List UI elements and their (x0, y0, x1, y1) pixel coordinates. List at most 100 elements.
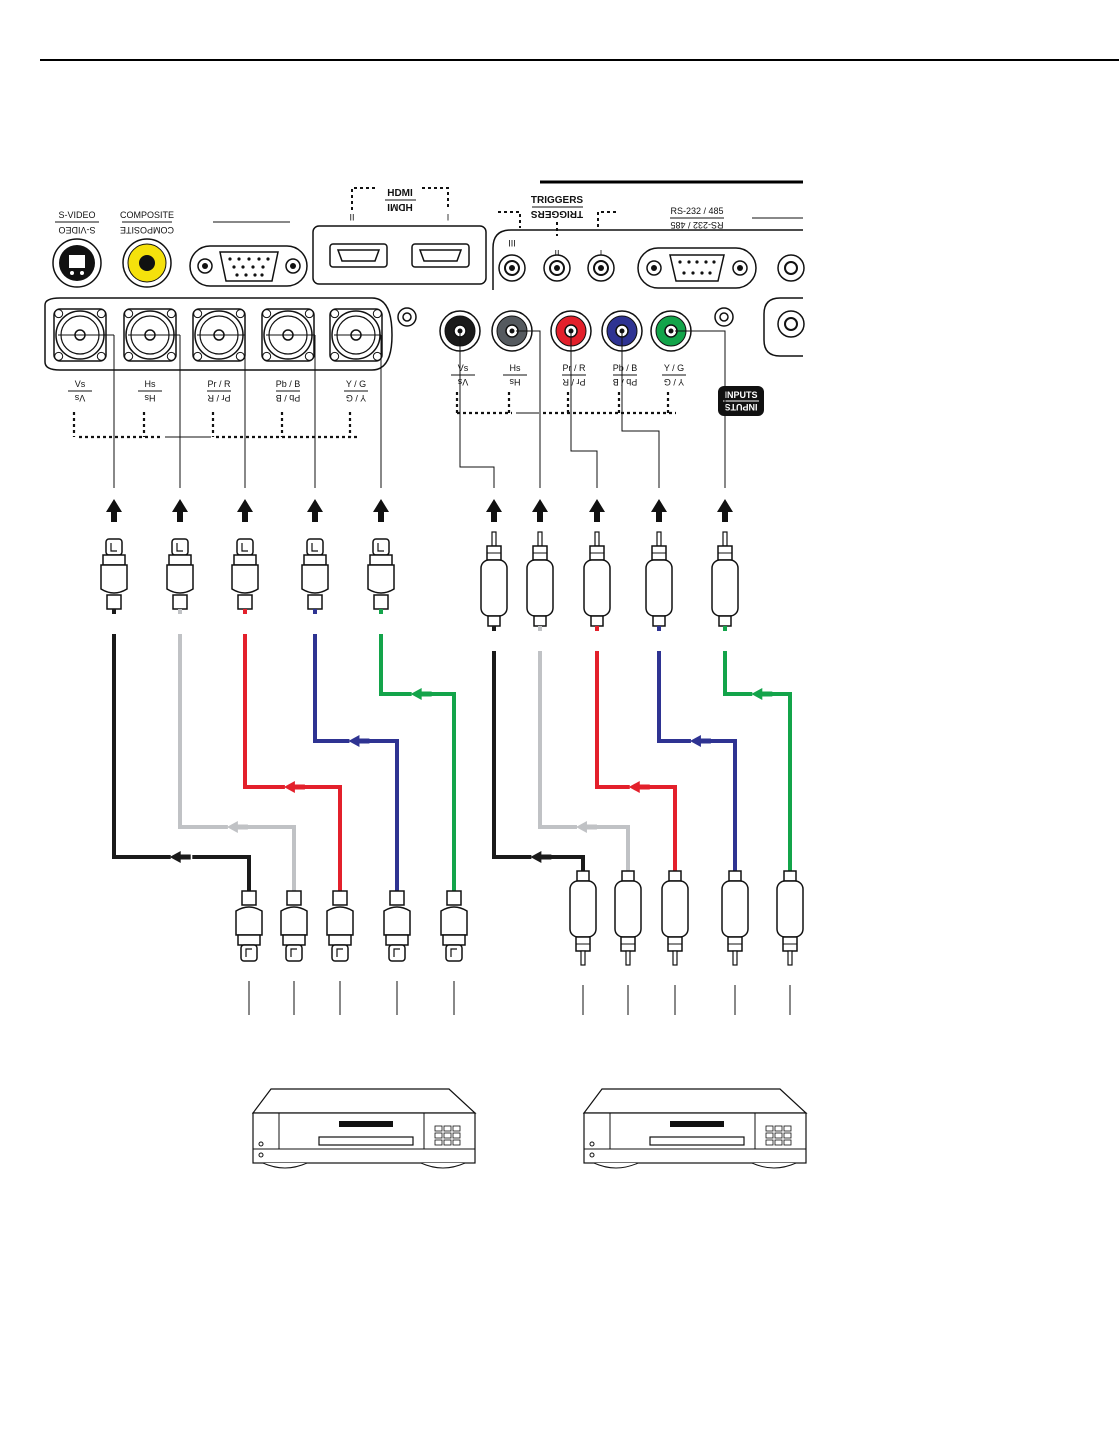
rca-group-connector-top-hs (527, 532, 553, 631)
rca-panel-lead-vs (460, 331, 494, 488)
input-group-dotted-lines (79, 413, 676, 437)
bnc-group-arrow-up-pb (307, 499, 323, 522)
hdmi-ports (313, 226, 486, 284)
hdmi-label: HDMI (387, 188, 413, 199)
aux-jack-top (778, 255, 804, 281)
svideo-label-inverted: S-VIDEO (58, 225, 95, 235)
rca-group-cable-lower-hs (591, 827, 628, 866)
bnc-group-cable-y (381, 634, 412, 694)
rca-group-connector-bottom-pb (722, 866, 748, 965)
bnc-group-arrow-left-y (411, 688, 432, 700)
rca-group-connector-bottom-y (777, 866, 803, 965)
rca-input-label-y: Y / G (664, 363, 684, 373)
rca-group-cable-vs (494, 651, 531, 857)
rca-input-label-vs: Vs (458, 363, 469, 373)
rca-group-arrow-up-pr (589, 499, 605, 522)
rca-group-connector-bottom-vs (570, 866, 596, 965)
bnc-group-connector-top-vs (101, 539, 127, 614)
svideo-label: S-VIDEO (58, 210, 95, 220)
aux-jack-bottom (778, 311, 804, 337)
composite-port (123, 239, 171, 287)
rca-group-cable-hs (540, 651, 577, 827)
vga-port (190, 246, 307, 286)
bnc-input-label-pr: Pr / R (207, 379, 231, 389)
hdmi-port2-label: II (349, 212, 354, 222)
composite-label: COMPOSITE (120, 210, 174, 220)
source-device-right (584, 1089, 806, 1168)
bnc-input-label-inverted-y: Y / G (346, 393, 366, 403)
bnc-group-arrow-up-pr (237, 499, 253, 522)
bnc-input-label-inverted-pr: Pr / R (207, 393, 231, 403)
rca-group-arrow-up-vs (486, 499, 502, 522)
bnc-group-arrow-left-pr (284, 781, 305, 793)
bnc-group-cable-lower-pb (363, 741, 397, 886)
bnc-group-connector-top-y (368, 539, 394, 614)
bnc-group-cable-pb (315, 634, 349, 741)
bnc-group-connector-bottom-vs (236, 886, 262, 961)
bnc-group-arrow-up-y (373, 499, 389, 522)
rca-group-connector-top-pb (646, 532, 672, 631)
bnc-input-label-inverted-pb: Pb / B (276, 393, 301, 403)
bnc-group-connector-bottom-hs (281, 886, 307, 961)
rca-input-label-inverted-y: Y / G (664, 377, 684, 387)
rca-group-arrow-up-hs (532, 499, 548, 522)
bnc-group-cable-lower-pr (300, 787, 340, 886)
rca-group-arrow-up-pb (651, 499, 667, 522)
rca-group-cable-y (725, 651, 752, 694)
bnc-input-label-inverted-vs: Vs (74, 393, 85, 403)
bnc-input-label-inverted-hs: Hs (144, 393, 155, 403)
rca-group-arrow-left-pb (690, 735, 711, 747)
bnc-input-label-y: Y / G (346, 379, 366, 389)
bnc-group-arrow-left-pb (348, 735, 369, 747)
bnc-input-hs (124, 309, 176, 361)
bnc-group-cable-vs (114, 634, 171, 857)
rca-group-cable-pb (659, 651, 691, 741)
rca-group-arrow-left-vs (530, 851, 551, 863)
rca-group-arrow-up-y (717, 499, 733, 522)
rs232-port (638, 248, 756, 288)
bnc-group-arrow-up-hs (172, 499, 188, 522)
bnc-group-connector-top-hs (167, 539, 193, 614)
rca-panel-lead-hs (516, 331, 540, 488)
rca-panel-lead-pr (571, 331, 597, 488)
composite-label-inverted: COMPOSITE (120, 225, 174, 235)
bnc-group-cable-pr (245, 634, 285, 787)
source-device-left (253, 1089, 475, 1168)
bnc-input-y (330, 309, 382, 361)
bnc-group-cable-hs (180, 634, 228, 827)
rca-group-cable-lower-pb (703, 741, 735, 866)
rca-group-connector-bottom-hs (615, 866, 641, 965)
bnc-group-arrow-left-hs (227, 821, 248, 833)
bnc-input-label-vs: Vs (75, 379, 86, 389)
video-source-device-icon (253, 1089, 475, 1168)
rca-group-cable-pr (597, 651, 630, 787)
trigger-jacks (499, 255, 614, 281)
bnc-group-connector-bottom-pr (327, 886, 353, 961)
bnc-group-connector-bottom-y (441, 886, 467, 961)
bnc-group-cable-lower-vs (192, 857, 249, 886)
rca-group-cable-lower-y (763, 694, 790, 866)
rca-input-label-pb: Pb / B (613, 363, 638, 373)
rca-group-connector-top-y (712, 532, 738, 631)
bnc-group-arrow-up-vs (106, 499, 122, 522)
bnc-group-cable-lower-y (423, 694, 454, 886)
trigger-3-label: III (508, 238, 516, 248)
bnc-group-connector-top-pr (232, 539, 258, 614)
bnc-group-connector-top-pb (302, 539, 328, 614)
rca-input-label-inverted-hs: Hs (509, 377, 520, 387)
rca-input-label-inverted-pr: Pr / R (562, 377, 586, 387)
rca-panel-lead-y (675, 331, 725, 488)
inputs-label: INPUTS (724, 390, 757, 400)
panel-screw-right (715, 308, 733, 326)
rca-group-connector-top-vs (481, 532, 507, 631)
triggers-label: TRIGGERS (531, 195, 584, 206)
rs232-label-inverted: RS-232 / 485 (670, 220, 723, 230)
bnc-input-pr (193, 309, 245, 361)
bnc-input-pb (262, 309, 314, 361)
hdmi-label-inverted: HDMI (387, 201, 413, 212)
hdmi-port1-label: I (447, 212, 450, 222)
rca-group-cable-lower-pr (642, 787, 675, 866)
bnc-group-cable-lower-hs (246, 827, 294, 886)
rca-input-label-inverted-vs: Vs (457, 377, 468, 387)
